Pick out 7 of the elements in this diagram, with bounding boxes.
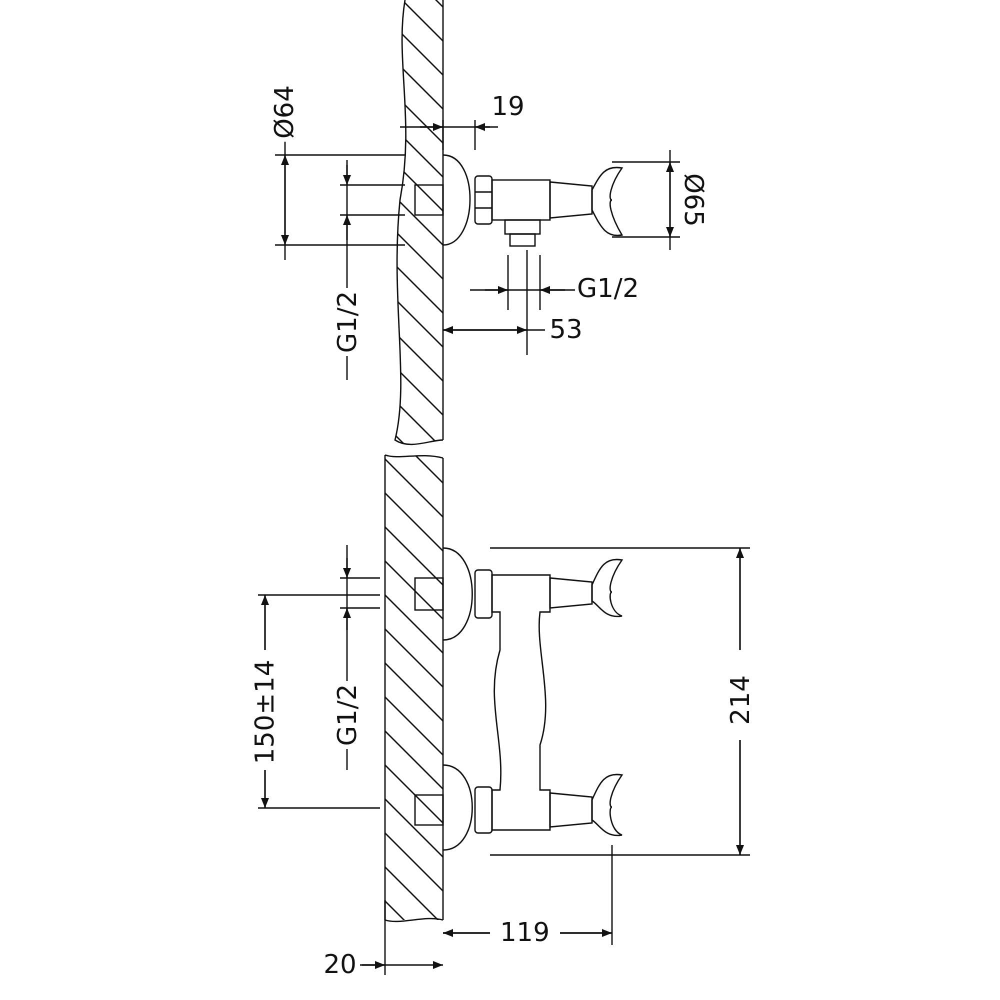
dimension-label: 19 [492, 94, 525, 120]
dimension-label: G1/2 [335, 288, 361, 356]
dimension-label: G1/2 [335, 681, 361, 749]
dimension-label: G1/2 [577, 276, 639, 302]
dimension-label: 119 [500, 920, 550, 946]
dimension-label: 20 [324, 952, 357, 978]
dimension-label: 53 [550, 317, 583, 343]
